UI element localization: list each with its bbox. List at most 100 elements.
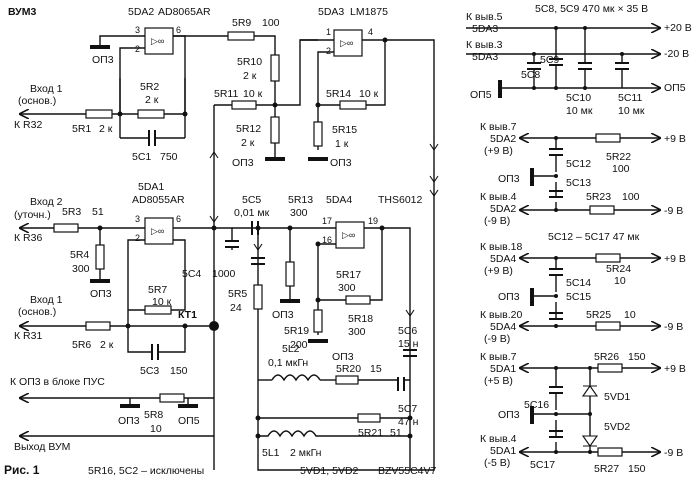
r18-ref: 5R18 — [348, 313, 373, 325]
r13-ref: 5R13 — [288, 194, 313, 206]
resistor-5r3 — [53, 223, 79, 233]
r6-val: 2 к — [100, 339, 114, 351]
r18-val: 300 — [348, 326, 366, 338]
pb4-pin-top: К выв.7 — [480, 351, 517, 363]
opamp-5da2: ▷∞ 5DA2 AD8065AR 3 2 6 — [128, 6, 211, 55]
resistor-5r13 — [285, 261, 295, 287]
pb3-c15: 5C15 — [566, 291, 591, 303]
r8-val: 10 — [150, 423, 162, 435]
c5-ref: 5C5 — [242, 194, 261, 206]
block-title: ВУМ3 — [8, 6, 36, 18]
r6-ref: 5R6 — [72, 339, 91, 351]
zener-type: BZV55C4V7 — [378, 465, 437, 477]
r19-ref: 5R19 — [284, 325, 309, 337]
resistor-5r7 — [144, 305, 172, 315]
da3-pin1: 1 — [326, 27, 331, 37]
pb4-vtop-note: (+5 В) — [484, 375, 513, 387]
r14-ref: 5R14 — [326, 88, 351, 100]
c1-val: 750 — [160, 151, 178, 163]
l2-ref: 5L2 — [282, 343, 300, 355]
output-label: Выход ВУМ — [14, 441, 70, 453]
gnd-label: ОП3 — [92, 54, 114, 66]
c4-val: 1000 — [212, 268, 236, 280]
r11-ref: 5R11 — [214, 88, 238, 100]
gnd5-label: ОП5 — [178, 415, 200, 427]
r21-val: 51 — [390, 427, 402, 439]
power-block-2: К выв.7 5DA2 (+9 В) 5R22 100 +9 В 5C12 5… — [480, 121, 686, 227]
l1-ref: 5L1 — [262, 447, 280, 459]
resistor-5r14 — [339, 100, 367, 110]
r19-val: 200 — [290, 339, 308, 351]
pb3-pin-bot: К выв.20 — [480, 309, 522, 321]
opamp-5da1: ▷∞ 5DA1 AD8055AR 3 2 6 — [132, 181, 185, 245]
resistor-5r8 — [159, 393, 185, 403]
c4-ref: 5C4 — [182, 268, 201, 280]
c6-val: 15 н — [398, 338, 419, 350]
r14-val: 10 к — [359, 88, 379, 100]
r2-ref: 5R2 — [140, 81, 159, 93]
gnd-label: ОП3 — [332, 351, 354, 363]
l2-val: 0,1 мкГн — [268, 357, 308, 369]
in1-bot-name: Вход 1 — [30, 294, 63, 306]
resistor-5r15 — [313, 121, 323, 147]
da1-pin2: 2 — [135, 233, 140, 243]
resistor-5r12 — [270, 116, 280, 144]
in1-top-to: К R32 — [14, 119, 42, 131]
pb4-pin-bot: К выв.4 — [480, 433, 517, 445]
resistor-5r26 — [597, 363, 623, 373]
r20-ref: 5R20 — [336, 363, 361, 375]
da3-pin2: 2 — [326, 46, 331, 56]
r9-val: 100 — [262, 17, 280, 29]
pb1-gnd: ОП5 — [664, 82, 686, 94]
gnd-label: ОП3 — [118, 415, 140, 427]
da1-pin3: 3 — [135, 214, 140, 224]
figure-label: Рис. 1 — [4, 463, 40, 477]
in1-bot-to: К R31 — [14, 330, 42, 342]
r17-ref: 5R17 — [336, 269, 361, 281]
pb1-pin-top: К выв.5 — [466, 11, 503, 23]
c3-ref: 5C3 — [140, 365, 159, 377]
gnd-label: ОП3 — [330, 157, 352, 169]
l1-val: 2 мкГн — [290, 447, 322, 459]
pb3-pin-top: К выв.18 — [480, 241, 522, 253]
gnd-label: ОП3 — [272, 309, 294, 321]
da3-part: LM1875 — [350, 6, 388, 18]
da2-pin3: 3 — [135, 25, 140, 35]
da1-ref: 5DA1 — [138, 181, 164, 193]
pb3-r25-val: 10 — [624, 309, 636, 321]
resistor-5r11 — [231, 100, 257, 110]
resistor-5r9 — [227, 31, 255, 41]
resistor-5r27 — [597, 447, 623, 457]
pb2-vpos: +9 В — [664, 133, 686, 145]
kt1-label: КТ1 — [178, 309, 197, 321]
svg-text:▷∞: ▷∞ — [340, 38, 353, 48]
resistor-5r20 — [335, 375, 359, 385]
pb2-vneg: -9 В — [664, 205, 683, 217]
pb2-c13: 5C13 — [566, 177, 591, 189]
r1-ref: 5R1 — [72, 123, 91, 135]
gnd-label: ОП3 — [90, 288, 112, 300]
resistor-5r4 — [95, 244, 105, 270]
r5-val: 24 — [230, 302, 242, 314]
pb2-pin-bot: К выв.4 — [480, 191, 517, 203]
da3-ref: 5DA3 — [318, 6, 344, 18]
da4-part: THS6012 — [378, 194, 423, 206]
pb4-c16: 5C16 — [524, 399, 549, 411]
opamp-5da4: ▷∞ 5DA4 THS6012 17 16 19 — [322, 194, 423, 249]
da1-part: AD8055AR — [132, 194, 185, 206]
c1-ref: 5C1 — [132, 151, 151, 163]
r1-val: 2 к — [99, 123, 113, 135]
kt1-test-point — [209, 321, 219, 331]
resistor-5r19 — [313, 309, 323, 333]
power-block-3: К выв.18 5DA4 (+9 В) 5R24 10 +9 В 5C14 5… — [480, 241, 686, 345]
pb2-r22-val: 100 — [612, 163, 630, 175]
pb1-caps-note: 5C8, 5C9 470 мк × 35 В — [535, 3, 648, 15]
da4-pin16: 16 — [322, 235, 332, 245]
pb1-c8: 5C8 — [521, 69, 540, 81]
pb4-r26: 5R26 — [594, 351, 619, 363]
pb2-vtop-note: (+9 В) — [484, 145, 513, 157]
resistor-5r2 — [137, 109, 165, 119]
r9-ref: 5R9 — [232, 17, 251, 29]
caps-note-2: 5C12 – 5C17 47 мк — [548, 231, 640, 243]
pb1-pin-bot: К выв.3 — [466, 39, 503, 51]
